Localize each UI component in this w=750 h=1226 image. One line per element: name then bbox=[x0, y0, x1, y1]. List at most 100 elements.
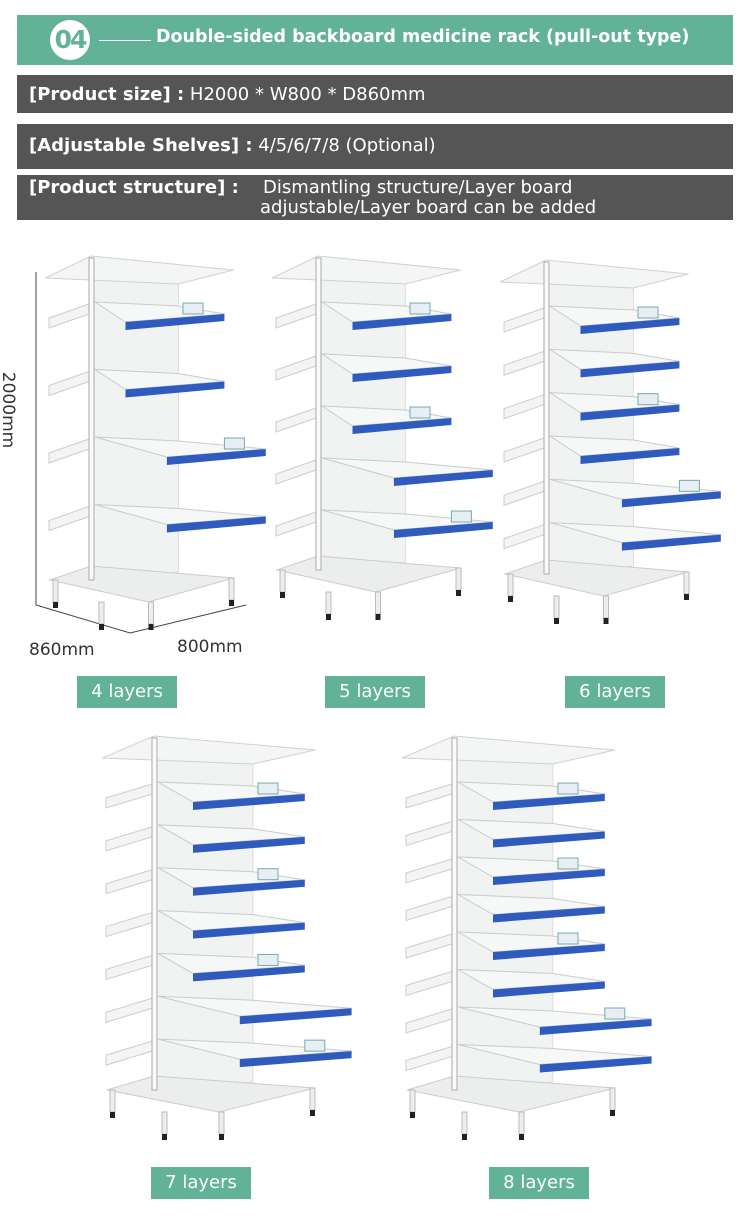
center-post bbox=[151, 737, 158, 1091]
shelf-board bbox=[549, 522, 721, 544]
rear-shelf bbox=[105, 1040, 153, 1066]
leg bbox=[683, 571, 690, 595]
shelf-front-strip bbox=[580, 361, 680, 378]
leg-foot bbox=[603, 618, 609, 624]
shelf-board bbox=[548, 435, 680, 457]
shelf-board bbox=[548, 392, 680, 414]
rear-shelf bbox=[105, 954, 153, 981]
leg-foot bbox=[519, 1134, 524, 1140]
rear-shelf bbox=[405, 933, 453, 959]
shelf-front-strip bbox=[166, 516, 266, 533]
layers-label-5: 5 layers bbox=[325, 676, 425, 708]
shelf-front-strip bbox=[352, 314, 452, 330]
leg-foot bbox=[326, 614, 331, 620]
rear-shelf bbox=[48, 303, 90, 329]
shelf-front-strip bbox=[493, 794, 605, 810]
shelf-front-strip bbox=[580, 318, 680, 334]
shelf-board bbox=[321, 457, 493, 479]
leg-foot bbox=[219, 1134, 224, 1140]
section-number-badge: 04 bbox=[50, 20, 90, 60]
rear-shelf bbox=[405, 970, 453, 997]
shelf-front-strip bbox=[621, 534, 721, 551]
shelf-front-strip bbox=[352, 418, 452, 434]
shelf-board bbox=[157, 781, 305, 803]
center-post bbox=[543, 261, 550, 575]
medicine-box bbox=[182, 302, 204, 315]
rear-shelf bbox=[405, 858, 453, 884]
shelf-board bbox=[548, 348, 680, 370]
top-canopy bbox=[45, 255, 234, 285]
leg-foot bbox=[462, 1134, 467, 1140]
shelf-board bbox=[457, 969, 605, 991]
top-canopy bbox=[272, 255, 461, 285]
leg bbox=[161, 1111, 168, 1135]
shelf-front-strip bbox=[352, 366, 452, 382]
shelf-board bbox=[457, 856, 605, 878]
leg bbox=[109, 1089, 116, 1113]
leg bbox=[461, 1111, 468, 1135]
rear-shelf bbox=[405, 895, 453, 922]
spec-value: 4/5/6/7/8 (Optional) bbox=[258, 135, 436, 156]
shelf-front-strip bbox=[493, 981, 605, 998]
spec-product-structure: [Product structure] : Dismantling struct… bbox=[17, 175, 733, 220]
shelf-front-strip bbox=[580, 404, 680, 421]
shelf-board bbox=[457, 1006, 652, 1028]
leg bbox=[455, 567, 462, 591]
center-post bbox=[88, 257, 95, 581]
top-canopy bbox=[402, 735, 616, 765]
shelf-front-strip bbox=[166, 449, 266, 465]
medicine-box bbox=[637, 306, 659, 319]
shelf-front-strip bbox=[493, 906, 605, 923]
medicine-box bbox=[257, 782, 279, 795]
shelf-front-strip bbox=[193, 794, 305, 810]
shelf-board bbox=[157, 910, 305, 932]
medicine-box bbox=[557, 782, 579, 795]
shelf-board bbox=[548, 305, 680, 327]
shelf-front-strip bbox=[580, 448, 680, 464]
leg bbox=[375, 591, 381, 615]
leg-foot bbox=[684, 594, 689, 600]
medicine-box bbox=[637, 393, 659, 406]
shelf-board bbox=[94, 436, 266, 458]
rear-shelf bbox=[503, 307, 545, 333]
shelf-board bbox=[457, 1044, 652, 1066]
base-plate bbox=[106, 1075, 316, 1113]
rear-shelf bbox=[503, 523, 545, 550]
leg bbox=[309, 1087, 316, 1111]
medicine-box bbox=[409, 302, 431, 315]
leg-foot bbox=[508, 596, 513, 602]
shelf-board bbox=[457, 781, 605, 803]
leg-foot bbox=[110, 1112, 115, 1118]
layers-label-6: 6 layers bbox=[565, 676, 665, 708]
shelf-front-strip bbox=[125, 381, 225, 398]
rear-shelf bbox=[405, 1045, 453, 1072]
medicine-box bbox=[409, 406, 431, 419]
medicine-box bbox=[223, 437, 245, 450]
shelf-front-strip bbox=[493, 944, 605, 960]
leg bbox=[52, 579, 59, 603]
rear-shelf bbox=[503, 480, 545, 507]
rack-image-4-layers bbox=[45, 255, 266, 630]
center-post bbox=[315, 257, 322, 571]
rack-image-7-layers bbox=[102, 735, 352, 1140]
rear-shelf bbox=[275, 407, 317, 433]
rear-shelf bbox=[48, 438, 90, 464]
medicine-box bbox=[257, 868, 279, 881]
leg-foot bbox=[456, 590, 461, 596]
layers-label-4: 4 layers bbox=[77, 676, 177, 708]
leg-foot bbox=[410, 1112, 415, 1118]
rear-shelf bbox=[503, 350, 545, 377]
shelf-front-strip bbox=[193, 879, 305, 896]
shelf-front-strip bbox=[493, 831, 605, 848]
medicine-box bbox=[450, 510, 472, 523]
rear-shelf bbox=[105, 783, 153, 809]
shelf-front-strip bbox=[393, 470, 493, 486]
leg-foot bbox=[554, 618, 559, 624]
shelf-board bbox=[549, 478, 721, 500]
spec-value: H2000 * W800 * D860mm bbox=[189, 84, 426, 105]
center-post bbox=[451, 737, 458, 1091]
rack-image-5-layers bbox=[272, 255, 493, 620]
spec-adjustable-shelves: [Adjustable Shelves] : 4/5/6/7/8 (Option… bbox=[17, 124, 733, 169]
rear-shelf bbox=[275, 511, 317, 537]
